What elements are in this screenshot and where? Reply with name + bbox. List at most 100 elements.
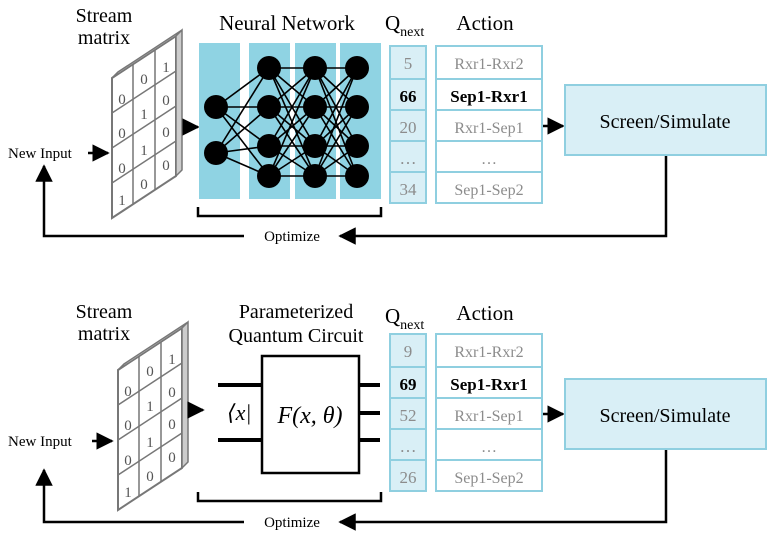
pqc-title-2: Quantum Circuit xyxy=(229,325,364,347)
top-screen-simulate-box xyxy=(564,84,767,156)
matrix-digit: 1 xyxy=(140,143,148,159)
top-stream-label-1: Stream xyxy=(76,5,133,27)
action-item: Rxr1-Rxr2 xyxy=(454,56,523,73)
matrix-digit: 0 xyxy=(118,126,126,142)
bottom-optimize-label: Optimize xyxy=(264,515,320,531)
matrix-digit: 0 xyxy=(140,72,148,88)
action-item: … xyxy=(481,439,497,456)
matrix-digit: 0 xyxy=(168,450,176,466)
q-value: 52 xyxy=(400,406,417,425)
top-bracket xyxy=(196,207,383,218)
nn-node xyxy=(345,134,369,158)
action-item: Sep1-Sep2 xyxy=(454,470,523,487)
top-feedback-right xyxy=(338,156,668,245)
action-item-selected: Sep1-Rxr1 xyxy=(450,375,527,394)
nn-node xyxy=(303,164,327,188)
matrix-digit: 1 xyxy=(118,193,126,209)
nn-edge xyxy=(314,106,358,177)
q-value-selected: 66 xyxy=(400,87,417,106)
matrix-digit: 0 xyxy=(146,469,154,485)
top-panel: Stream matrix 1 0 0 0 1 0 0 1 0 0 xyxy=(8,5,767,245)
bottom-screen-simulate-label: Screen/Simulate xyxy=(599,405,730,427)
top-new-input-label: New Input xyxy=(8,146,73,162)
q-value: 9 xyxy=(404,342,413,361)
bottom-panel: Stream matrix 1 0 0 0 1 0 0 1 0 0 0 xyxy=(8,301,767,531)
bottom-screen-simulate-box xyxy=(564,378,767,450)
nn-node xyxy=(303,95,327,119)
q-value: 34 xyxy=(400,180,418,199)
matrix-digit: 1 xyxy=(162,60,170,76)
nn-edge xyxy=(215,106,270,177)
action-item: Rxr1-Sep1 xyxy=(454,120,523,137)
q-header: Qnext xyxy=(385,304,424,333)
matrix-digit: 1 xyxy=(146,435,154,451)
bottom-stream-label-1: Stream xyxy=(76,301,133,323)
q-value: 26 xyxy=(400,468,417,487)
top-stream-matrix: 1 0 0 0 1 0 0 1 0 0 0 1 xyxy=(111,28,183,220)
bottom-new-input-label: New Input xyxy=(8,434,73,450)
top-q-column: 5 66 20 … 34 xyxy=(389,45,427,204)
matrix-digit: 0 xyxy=(168,417,176,433)
action-item: Sep1-Sep2 xyxy=(454,182,523,199)
q-value: 5 xyxy=(404,54,413,73)
bottom-bracket xyxy=(196,492,383,503)
nn-edge xyxy=(314,67,358,177)
matrix-digit: 0 xyxy=(162,158,170,174)
circuit-label: F(x, θ) xyxy=(276,403,342,429)
q-value-selected: 69 xyxy=(400,375,417,394)
matrix-digit: 0 xyxy=(140,177,148,193)
matrix-digit: 0 xyxy=(118,92,126,108)
q-value: 20 xyxy=(400,118,417,137)
action-header: Action xyxy=(456,301,514,325)
top-optimize-label: Optimize xyxy=(264,229,320,245)
bottom-feedback-right xyxy=(338,450,668,531)
top-feedback-left xyxy=(35,164,244,238)
matrix-digit: 0 xyxy=(124,453,132,469)
nn-node xyxy=(345,164,369,188)
nn-edge xyxy=(268,106,316,177)
action-item-selected: Sep1-Rxr1 xyxy=(450,87,527,106)
top-stream-label-2: matrix xyxy=(78,27,130,49)
bottom-stream-matrix: 1 0 0 0 1 0 0 1 0 0 0 1 xyxy=(117,320,189,512)
nn-node xyxy=(345,56,369,80)
action-item: … xyxy=(481,151,497,168)
bottom-feedback-left xyxy=(35,468,244,524)
matrix-digit: 0 xyxy=(162,125,170,141)
nn-node xyxy=(257,95,281,119)
matrix-digit: 1 xyxy=(124,485,132,501)
ket-label: ⟨x| xyxy=(227,400,251,425)
nn-node xyxy=(257,56,281,80)
q-value: … xyxy=(400,437,417,456)
bottom-stream-label-2: matrix xyxy=(78,323,130,345)
nn-edge xyxy=(314,67,358,147)
nn-node xyxy=(303,56,327,80)
pqc-title-1: Parameterized xyxy=(239,301,353,323)
q-header: Qnext xyxy=(385,11,424,40)
nn-edge xyxy=(268,67,316,177)
nn-node xyxy=(204,95,228,119)
matrix-digit: 0 xyxy=(124,384,132,400)
quantum-circuit: ⟨x| F(x, θ) xyxy=(218,354,380,475)
matrix-digit: 1 xyxy=(168,352,176,368)
top-action-column: Rxr1-Rxr2 Sep1-Rxr1 Rxr1-Sep1 … Sep1-Sep… xyxy=(435,45,543,204)
nn-node xyxy=(204,141,228,165)
neural-network xyxy=(199,43,381,199)
matrix-digit: 0 xyxy=(168,385,176,401)
matrix-digit: 1 xyxy=(146,399,154,415)
nn-node xyxy=(345,95,369,119)
matrix-digit: 0 xyxy=(162,93,170,109)
nn-node xyxy=(257,134,281,158)
nn-node xyxy=(257,164,281,188)
q-value: … xyxy=(400,149,417,168)
action-item: Rxr1-Rxr2 xyxy=(454,344,523,361)
nn-edge xyxy=(268,67,316,147)
matrix-digit: 0 xyxy=(118,161,126,177)
matrix-digit: 1 xyxy=(140,107,148,123)
top-screen-simulate-label: Screen/Simulate xyxy=(599,111,730,133)
nn-title: Neural Network xyxy=(219,11,355,35)
action-item: Rxr1-Sep1 xyxy=(454,408,523,425)
action-header: Action xyxy=(456,11,514,35)
matrix-digit: 0 xyxy=(124,418,132,434)
nn-edge xyxy=(215,67,270,154)
